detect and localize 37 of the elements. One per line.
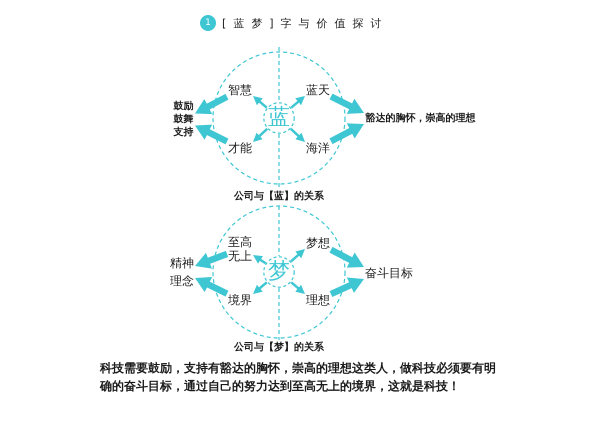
keyword-label: 梦想: [305, 236, 331, 250]
title: [蓝梦]字与价值探讨: [222, 16, 389, 31]
keyword-label: 理想: [305, 293, 331, 307]
arrow: [253, 128, 268, 142]
keyword-label: 才能: [227, 141, 253, 155]
arrow: [290, 128, 305, 142]
thick-arrow: [330, 94, 364, 114]
keyword-label: 鼓舞: [172, 113, 194, 126]
summary-paragraph: 科技需要鼓励，支持有豁达的胸怀，崇高的理想这类人，做科技必须要有明确的奋斗目标，通过自己的努力达到至高无上的境界，这就是科技！: [100, 360, 497, 395]
step-number: 1: [200, 15, 216, 31]
keyword-label: 蓝天: [305, 83, 331, 97]
character-label: 蓝: [268, 107, 290, 129]
diagram-caption: 公司与【蓝】的关系: [232, 190, 325, 203]
phrase-label: 豁达的胸怀，崇高的理想: [364, 112, 476, 125]
keyword-label: 智慧: [227, 83, 253, 97]
thick-arrow: [195, 124, 228, 144]
thick-arrow: [330, 278, 364, 298]
arrow: [290, 96, 305, 109]
keyword-label: 海洋: [305, 141, 331, 155]
keyword-label: 至高无上: [227, 235, 253, 263]
keyword-label: 境界: [227, 293, 253, 307]
arrow: [253, 255, 266, 264]
arrow: [290, 249, 305, 262]
thick-arrow: [195, 276, 228, 297]
arrow: [253, 96, 268, 109]
character-label: 梦: [268, 261, 290, 283]
keyword-label: 理念: [169, 273, 195, 290]
diagram-caption: 公司与【梦】的关系: [232, 341, 325, 354]
keyword-label: 精神: [169, 255, 195, 272]
arrow: [253, 281, 268, 294]
keyword-label: 鼓励: [172, 100, 194, 113]
thick-arrow: [330, 246, 364, 268]
keyword-label: 奋斗目标: [364, 266, 414, 280]
keyword-label: 支持: [172, 126, 194, 139]
thick-arrow: [195, 94, 228, 114]
thick-arrow: [195, 250, 228, 269]
arrow: [290, 281, 305, 294]
